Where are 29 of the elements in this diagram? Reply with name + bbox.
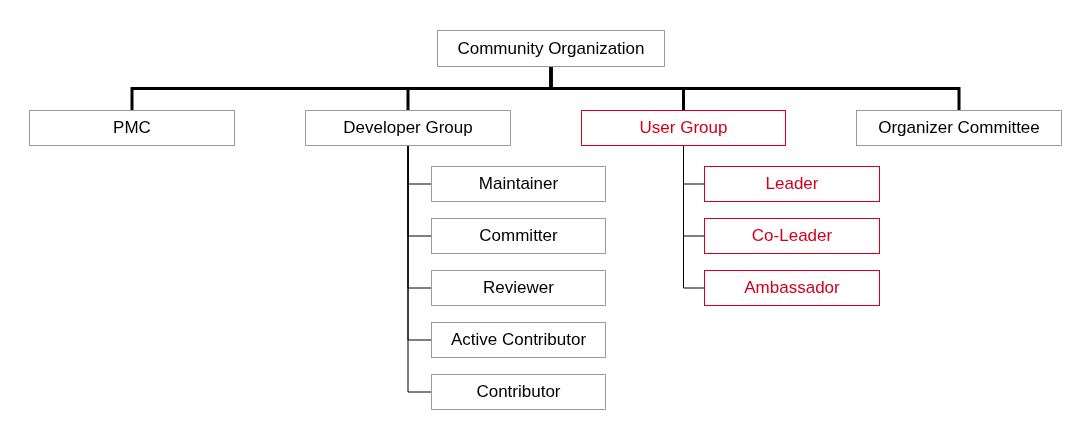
- box-label: Co-Leader: [751, 226, 833, 246]
- box-label: User Group: [639, 118, 728, 138]
- box-label: Committer: [479, 226, 558, 246]
- connector-line: [407, 145, 432, 393]
- org-box: [704, 218, 880, 254]
- box-label: Active Contributor: [450, 330, 587, 350]
- org-box: [29, 110, 235, 146]
- box-label: Ambassador: [744, 278, 840, 298]
- org-box: [305, 110, 511, 146]
- connector-line: [683, 145, 705, 289]
- connector-line: [549, 67, 961, 110]
- org-box: [431, 270, 606, 306]
- box-label: Community Organization: [457, 38, 645, 59]
- box-label: Reviewer: [483, 278, 554, 298]
- box-label: Leader: [765, 174, 819, 194]
- box-label: Organizer Committee: [878, 118, 1040, 138]
- org-box: [437, 30, 665, 67]
- box-label: PMC: [113, 118, 151, 138]
- box-label: Maintainer: [478, 174, 559, 194]
- org-box: [431, 218, 606, 254]
- org-box: [431, 322, 606, 358]
- org-box: [856, 110, 1062, 146]
- box-label: Developer Group: [343, 118, 473, 138]
- org-box: [704, 166, 880, 202]
- org-box: [581, 110, 786, 146]
- org-box: [431, 374, 606, 410]
- box-label: Contributor: [476, 382, 561, 402]
- org-box: [704, 270, 880, 306]
- org-box: [431, 166, 606, 202]
